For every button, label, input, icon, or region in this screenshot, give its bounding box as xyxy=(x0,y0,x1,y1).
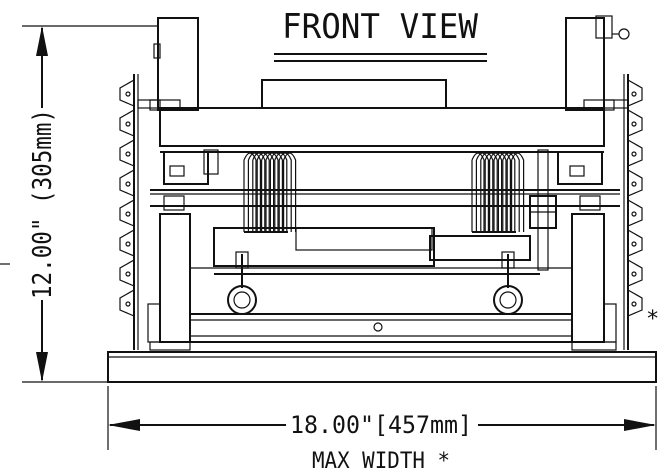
spring-coil xyxy=(493,152,507,232)
left-bearing-block xyxy=(163,149,219,211)
right-bearing-block xyxy=(557,151,603,211)
spring-coil xyxy=(506,152,520,232)
shafts xyxy=(150,189,620,207)
fin-tooth xyxy=(119,288,135,317)
base-plate xyxy=(107,351,657,383)
height-dimension xyxy=(0,25,158,383)
spring-coil xyxy=(252,152,266,232)
spring-coil xyxy=(256,152,270,232)
fin-tooth xyxy=(627,258,643,287)
left-torsion-spring xyxy=(243,152,297,233)
fin-tooth xyxy=(627,228,643,257)
bottom-frame xyxy=(189,313,573,343)
spring-coil xyxy=(484,152,498,232)
fin-tooth xyxy=(627,168,643,197)
lifting-rings xyxy=(227,251,523,315)
spring-coil xyxy=(497,152,511,232)
spring-coil xyxy=(475,152,489,232)
spring-coil xyxy=(489,152,503,232)
arrow-left xyxy=(108,419,140,431)
spring-coil xyxy=(265,152,279,232)
right-torsion-spring xyxy=(471,152,525,233)
right-side-fins xyxy=(623,74,643,350)
spring-coil xyxy=(278,152,292,232)
fin-tooth xyxy=(119,138,135,167)
fin-tooth xyxy=(627,78,643,107)
fin-tooth xyxy=(119,108,135,137)
width-dimension-label: 18.00"[457mm] xyxy=(290,411,472,439)
fin-tooth xyxy=(119,78,135,107)
left-tower xyxy=(147,17,199,343)
spring-coil xyxy=(480,152,494,232)
top-housing xyxy=(149,79,615,153)
spring-coil xyxy=(261,152,275,232)
left-side-fins xyxy=(119,74,139,350)
fin-tooth xyxy=(627,288,643,317)
arrow-down xyxy=(36,352,48,382)
height-dimension-label: 12.00" (305mm) xyxy=(28,109,58,299)
lower-mechanism xyxy=(190,227,572,275)
fin-tooth xyxy=(119,168,135,197)
spring-coil xyxy=(471,152,485,232)
arrow-up xyxy=(36,26,48,56)
fin-tooth xyxy=(119,198,135,227)
spring-coil xyxy=(511,152,525,232)
spring-coil xyxy=(502,152,516,232)
fin-tooth xyxy=(627,138,643,167)
fin-tooth xyxy=(627,198,643,227)
right-ring xyxy=(493,285,523,315)
chain-drive xyxy=(529,149,557,271)
spring-coil xyxy=(247,152,261,232)
asterisk-note: * xyxy=(646,307,659,332)
arrow-right xyxy=(624,419,656,431)
spring-coil xyxy=(283,152,297,232)
width-dimension xyxy=(107,386,657,450)
spring-coil xyxy=(269,152,283,232)
view-title: FRONT VIEW xyxy=(282,7,479,47)
fin-tooth xyxy=(119,228,135,257)
left-ring xyxy=(227,285,257,315)
right-tower xyxy=(565,15,630,343)
hatched-brackets xyxy=(137,99,629,351)
max-width-note: MAX WIDTH * xyxy=(312,449,450,472)
center-hole xyxy=(373,322,383,332)
fin-tooth xyxy=(627,108,643,137)
spring-coil xyxy=(274,152,288,232)
spring-coil xyxy=(243,152,257,232)
fin-tooth xyxy=(119,258,135,287)
knob xyxy=(618,28,630,40)
